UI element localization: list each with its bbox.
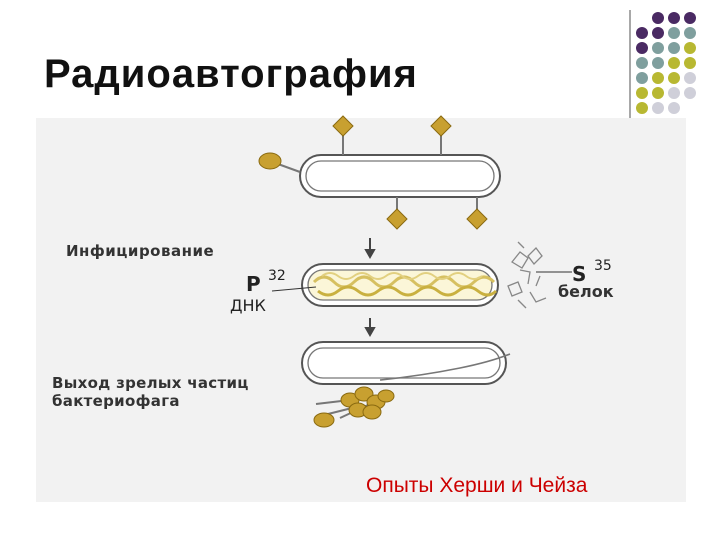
bacterium-top — [299, 154, 501, 198]
sulfur-isotope: 35 — [594, 258, 612, 274]
arrow-down-1 — [364, 238, 376, 260]
decorative-dot — [668, 102, 680, 114]
decorative-dot — [652, 87, 664, 99]
decorative-dot — [652, 12, 664, 24]
decorative-dot — [684, 27, 696, 39]
decorative-dot — [668, 87, 680, 99]
decorative-dot — [684, 42, 696, 54]
decorative-dot — [652, 42, 664, 54]
decorative-dot — [668, 12, 680, 24]
decorative-dot — [684, 87, 696, 99]
phosphorus-symbol: P — [246, 272, 261, 296]
protein-label: белок — [558, 282, 614, 301]
phage-bottom-left — [386, 197, 408, 230]
slide-caption: Опыты Херши и Чейза — [366, 474, 588, 497]
decorative-dot — [668, 72, 680, 84]
decorative-dot — [636, 102, 648, 114]
decorative-dot — [636, 27, 648, 39]
decorative-dot — [652, 72, 664, 84]
phosphorus-isotope: 32 — [268, 268, 286, 284]
sulfur-symbol: S — [572, 262, 587, 286]
title: Радиоавтография — [44, 52, 418, 96]
decorative-dot — [684, 12, 696, 24]
exit-label-line1: Выход зрелых частиц — [52, 374, 249, 392]
decorative-dot — [684, 57, 696, 69]
released-phages — [313, 386, 395, 428]
decorative-dot — [668, 27, 680, 39]
decorative-dot-grid — [629, 10, 696, 120]
dna-label: ДНК — [230, 296, 266, 315]
decorative-dot — [652, 57, 664, 69]
decorative-dot — [636, 72, 648, 84]
lysed-membrane-fibre — [379, 353, 511, 381]
phage-top-right — [430, 115, 452, 155]
decorative-dot — [652, 102, 664, 114]
exit-label-line2: бактериофага — [52, 392, 180, 410]
decorative-dot — [668, 42, 680, 54]
infection-label: Инфицирование — [66, 242, 215, 260]
decorative-dot — [652, 27, 664, 39]
phage-top-left — [332, 115, 354, 155]
phage-left — [258, 152, 301, 173]
decorative-dot — [684, 72, 696, 84]
decorative-dot — [636, 57, 648, 69]
decorative-dot — [636, 42, 648, 54]
bacterium-bottom — [301, 341, 507, 385]
decorative-dot — [668, 57, 680, 69]
phosphorus-pointer — [271, 286, 317, 292]
arrow-down-2 — [364, 318, 376, 338]
phage-bottom-right — [466, 197, 488, 230]
empty-protein-coats — [507, 241, 547, 309]
decorative-dot — [636, 87, 648, 99]
